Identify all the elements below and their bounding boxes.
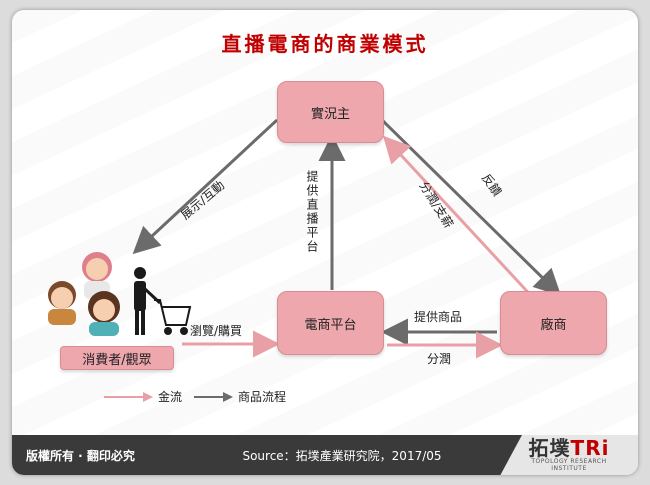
node-vendor-label: 廠商 [540, 317, 567, 333]
arrow-streamer-to-vendor [380, 118, 562, 297]
legend-money-arrowhead [143, 392, 153, 402]
diagram-title: 直播電商的商業模式 [221, 32, 429, 56]
shopping-cart-icon [154, 299, 192, 335]
label-profit-share: 分潤 [427, 352, 452, 366]
slide: 直播電商的商業模式 實況主 電商平台 廠商 [12, 10, 638, 475]
node-platform-label: 電商平台 [304, 317, 357, 333]
logo-subtitle: TOPOLOGY RESEARCH INSTITUTE [531, 458, 607, 472]
label-browse-buy: 瀏覽/購買 [190, 324, 243, 338]
man-left-icon [48, 281, 76, 325]
consumer-illustration [48, 252, 192, 336]
source-citation: Source：拓墣產業研究院，2017/05 [162, 435, 522, 475]
legend-money-line [104, 396, 146, 398]
woman-front-icon [88, 291, 120, 336]
footer-bar: 版權所有 · 翻印必究 Source：拓墣產業研究院，2017/05 拓墣TRi… [12, 435, 638, 475]
legend-goods-label: 商品流程 [238, 390, 287, 404]
arrow-streamer-to-consumer [132, 118, 279, 255]
tri-logo: 拓墣TRi TOPOLOGY RESEARCH INSTITUTE [514, 436, 624, 472]
node-consumer-label: 消費者/觀眾 [82, 352, 152, 368]
copyright-notice: 版權所有 · 翻印必究 [12, 435, 186, 475]
label-provide-platform: 提供直播平台 [305, 170, 319, 254]
legend-goods-arrowhead [223, 392, 233, 402]
legend-goods-line [194, 396, 226, 398]
logo-tri-text: TRi [570, 436, 610, 460]
label-provide-goods: 提供商品 [414, 310, 463, 324]
legend-money-label: 金流 [158, 390, 183, 404]
woman-top-icon [82, 252, 112, 299]
arrow-vendor-to-streamer [382, 135, 539, 304]
node-vendor: 廠商 [500, 291, 607, 355]
connector-layer [132, 118, 562, 359]
node-streamer-label: 實況主 [310, 106, 350, 122]
node-streamer: 實況主 [277, 81, 384, 143]
logo-main-text: 拓墣 [528, 436, 571, 460]
node-consumer: 消費者/觀眾 [60, 346, 174, 370]
node-platform: 電商平台 [277, 291, 384, 355]
